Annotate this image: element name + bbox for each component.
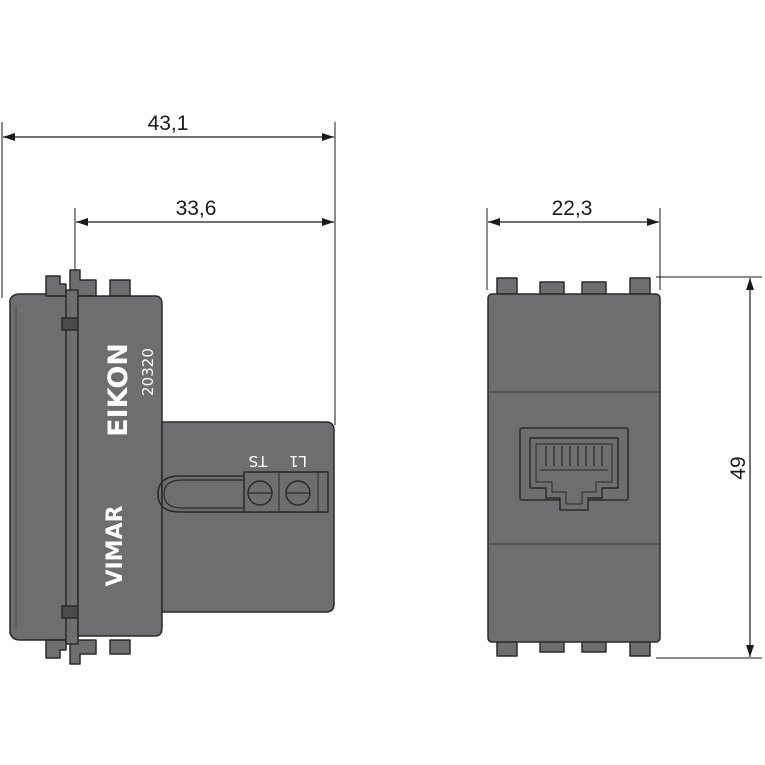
clamp-arc-inner	[163, 479, 248, 509]
top-clip-left	[45, 275, 67, 297]
frame-notch-bottom	[61, 605, 79, 619]
terminal-label-l1: L1	[289, 452, 307, 470]
terminal-label-ts: TS	[249, 452, 269, 470]
bottom-clip-left	[45, 639, 67, 659]
rear-housing	[161, 421, 335, 613]
front-view	[487, 277, 661, 657]
module-body	[77, 295, 163, 637]
manufacturer-label: VIMAR	[103, 505, 128, 586]
dimension-label-overall-depth: 43,1	[148, 112, 189, 135]
top-tab	[581, 281, 607, 295]
dimension-label-height: 49	[727, 456, 750, 479]
rj45-port-inner	[535, 443, 613, 505]
dimension-label-body-depth: 33,6	[176, 197, 217, 220]
frame-notch-top	[61, 317, 79, 331]
top-tab	[496, 277, 518, 295]
bottom-clip-mid	[69, 639, 97, 665]
front-cover	[9, 293, 73, 641]
rj45-contacts	[545, 446, 603, 466]
clamp-arc-outer	[157, 475, 248, 513]
top-tab	[539, 281, 565, 295]
dimension-height: 49	[656, 276, 762, 659]
dimension-body-depth: 33,6	[74, 197, 334, 285]
top-tab	[629, 277, 651, 295]
mounting-frame-rail	[65, 289, 79, 645]
side-view	[9, 269, 335, 665]
brand-series-label: EIKON	[103, 343, 134, 437]
top-clip-right	[109, 279, 131, 297]
bottom-clip-right	[109, 639, 131, 655]
dimension-width: 22,3	[486, 197, 661, 290]
dimension-label-width: 22,3	[552, 197, 593, 220]
article-code-label: 20320	[139, 348, 157, 396]
dimension-overall-depth: 43,1	[1, 112, 336, 425]
